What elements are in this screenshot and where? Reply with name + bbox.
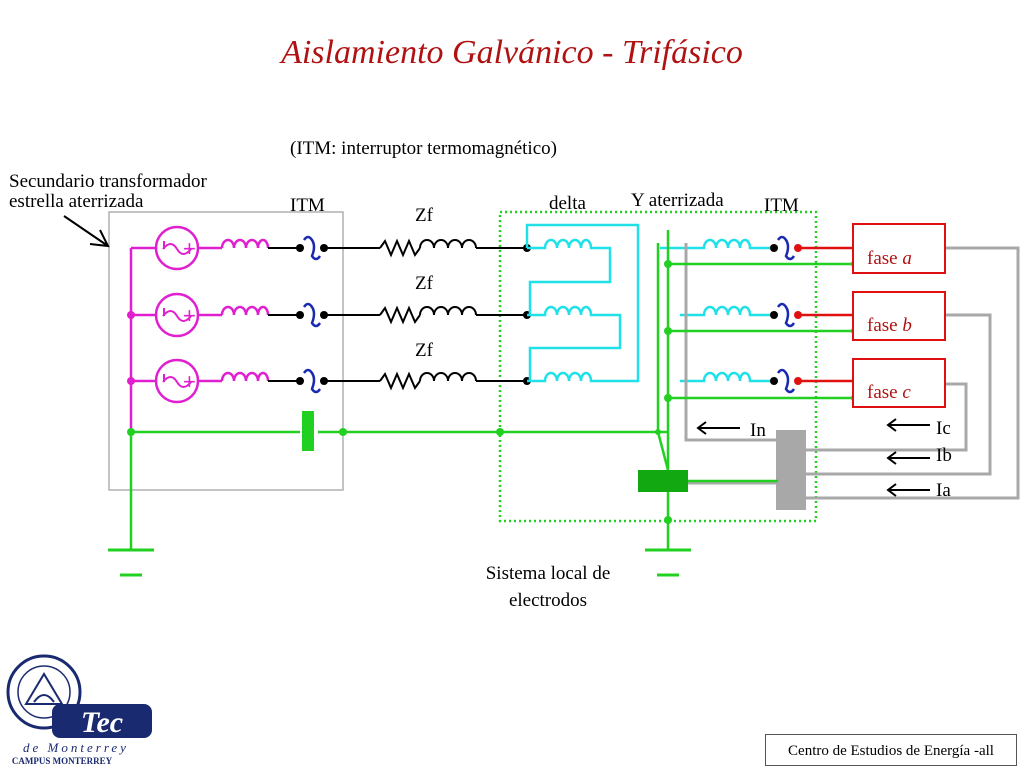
logo-line2: de Monterrey bbox=[23, 740, 129, 755]
transformer-pointer-arrow bbox=[63, 215, 110, 248]
itm-right-breakers bbox=[770, 235, 802, 394]
svg-text:+: + bbox=[183, 236, 196, 261]
itm-right-label: ITM bbox=[764, 195, 799, 216]
phase-a-label: fase a bbox=[867, 248, 912, 269]
transformer-label-1: Secundario transformador bbox=[9, 171, 208, 192]
electrode-system-box bbox=[498, 210, 818, 523]
phase-b-label: fase b bbox=[867, 315, 912, 336]
ground-symbol-left bbox=[108, 548, 154, 577]
svg-text:+: + bbox=[183, 303, 196, 328]
delta-label: delta bbox=[549, 193, 586, 214]
electrodes-label-1: Sistema local de bbox=[486, 563, 611, 584]
delta-primary bbox=[525, 223, 640, 383]
phase-c-label: fase c bbox=[867, 382, 911, 403]
logo-line3: CAMPUS MONTERREY bbox=[12, 756, 113, 766]
electrodes-label-2: electrodos bbox=[509, 590, 587, 611]
tec-logo: Tec de Monterrey CAMPUS MONTERREY bbox=[6, 654, 152, 766]
logo-name: Tec bbox=[81, 706, 123, 739]
load-fase-c bbox=[852, 358, 946, 408]
wye-secondary bbox=[660, 238, 774, 383]
slide-title: Aislamiento Galvánico - Trifásico bbox=[281, 34, 743, 71]
source-symbols bbox=[162, 241, 192, 388]
itm-left-breakers bbox=[296, 235, 328, 394]
ground-bond-left bbox=[302, 411, 314, 451]
current-arrows bbox=[696, 418, 930, 497]
zf-label-3: Zf bbox=[415, 340, 434, 361]
transformer-box bbox=[108, 211, 344, 491]
ground-symbol-right bbox=[645, 548, 691, 577]
current-ib-label: Ib bbox=[936, 445, 952, 466]
neutral-return bbox=[684, 243, 1020, 500]
itm-left-label: ITM bbox=[290, 195, 325, 216]
footer-label: Centro de Estudios de Energía -all bbox=[765, 734, 1017, 766]
current-sensor bbox=[776, 430, 806, 510]
current-ic-label: Ic bbox=[936, 418, 951, 439]
phase-conductors bbox=[268, 238, 527, 391]
load-boxes bbox=[852, 223, 946, 408]
current-ia-label: Ia bbox=[936, 480, 951, 501]
zf-label-1: Zf bbox=[415, 205, 434, 226]
ground-bond-right bbox=[638, 470, 688, 492]
transformer-label-2: estrella aterrizada bbox=[9, 191, 144, 212]
transformer-windings bbox=[129, 225, 270, 432]
wye-label: Y aterrizada bbox=[631, 190, 724, 211]
ground-conductors bbox=[129, 230, 855, 550]
current-in-label: In bbox=[750, 420, 766, 441]
itm-note: (ITM: interruptor termomagnético) bbox=[290, 138, 557, 159]
zf-label-2: Zf bbox=[415, 273, 434, 294]
load-fase-a bbox=[852, 223, 946, 274]
neutral-node bbox=[127, 311, 135, 319]
load-fase-b bbox=[852, 291, 946, 341]
svg-text:+: + bbox=[183, 369, 196, 394]
